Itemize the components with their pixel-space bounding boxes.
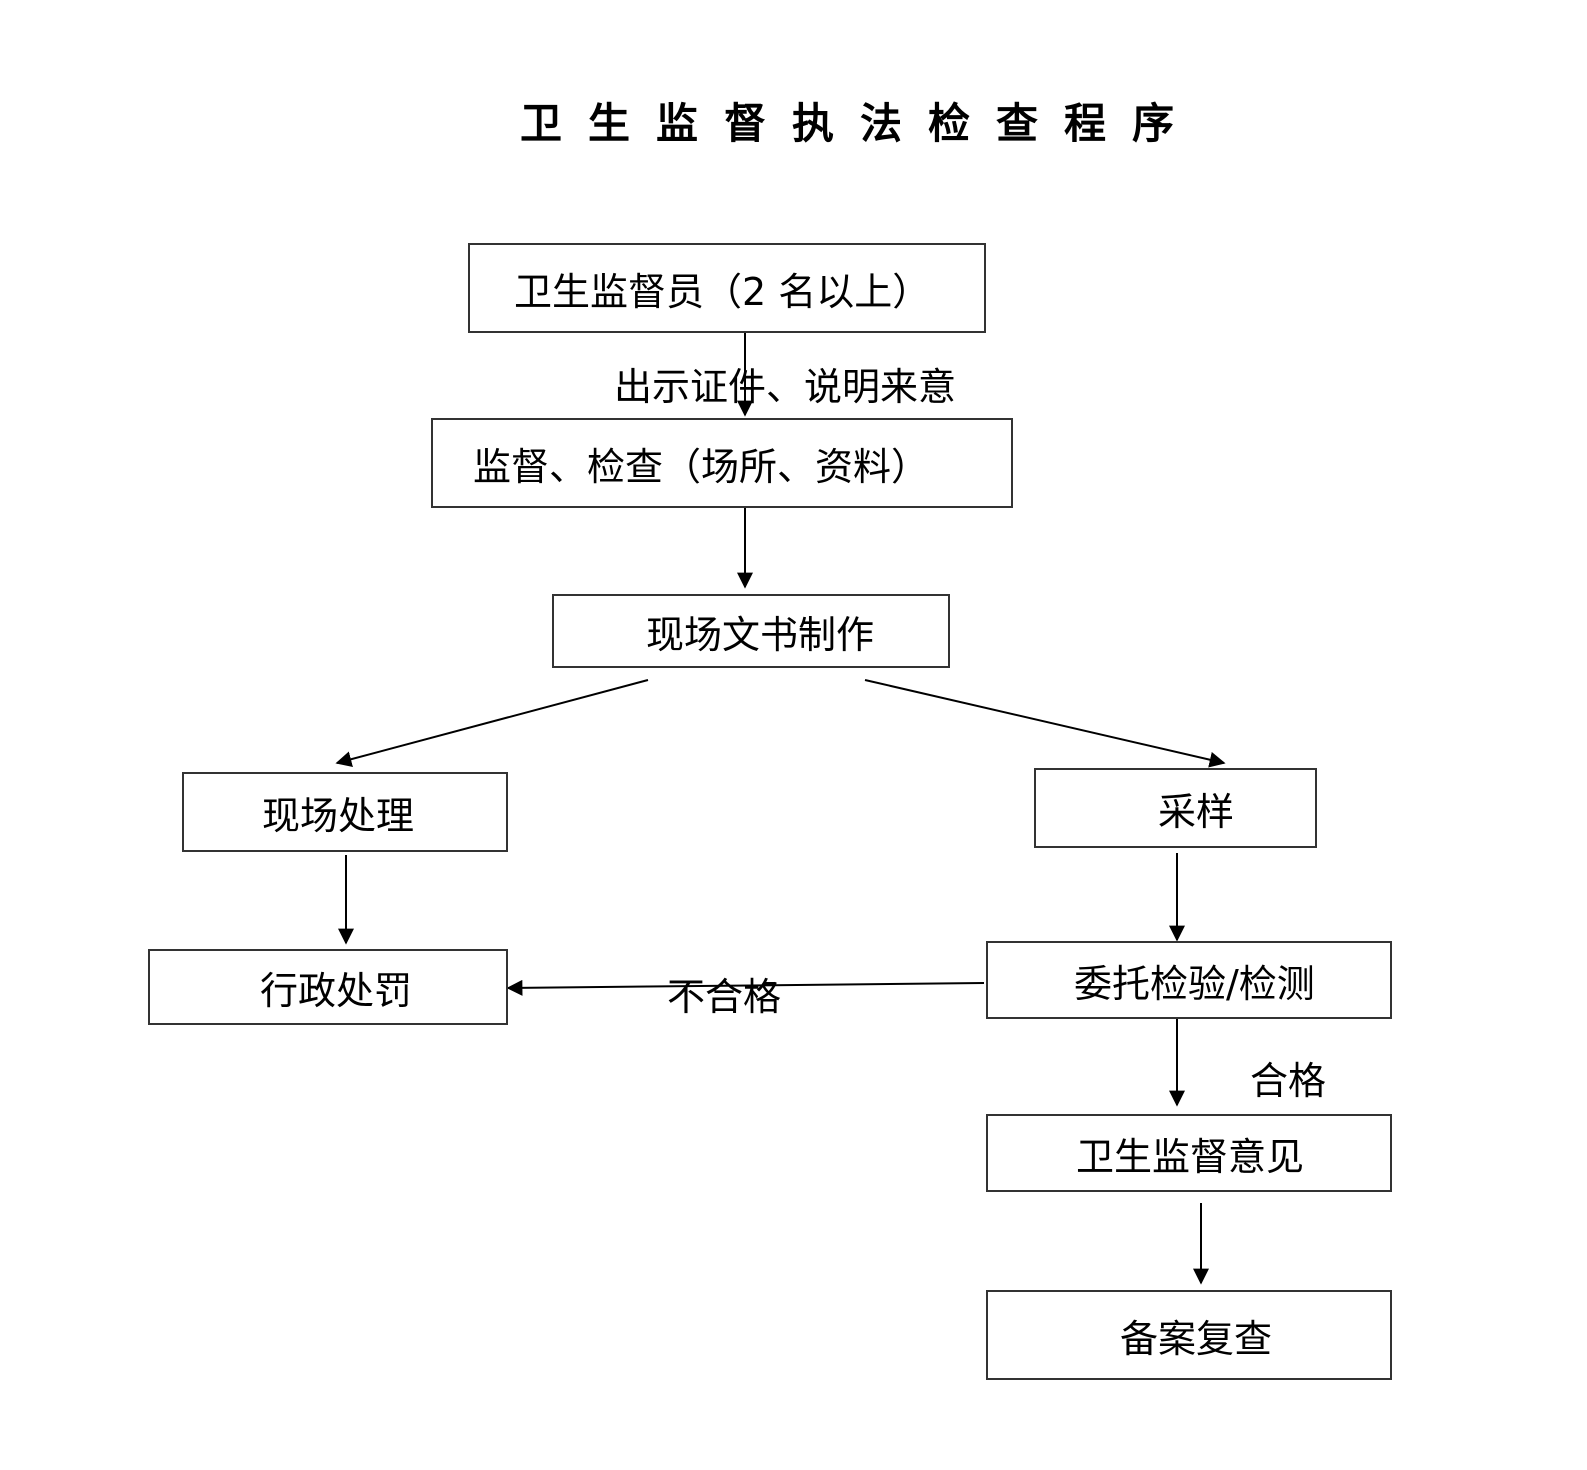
node-documents: 现场文书制作 [552,594,950,668]
node-testing: 委托检验/检测 [986,941,1392,1019]
arrow-testing-to-penalty [506,979,985,996]
node-onsite-label: 现场处理 [262,793,415,838]
arrow-documents-to-onsite [335,679,649,768]
node-documents-label: 现场文书制作 [646,612,875,657]
node-onsite: 现场处理 [182,772,508,852]
node-testing-label: 委托检验/检测 [1074,961,1315,1006]
node-review: 备案复查 [986,1290,1392,1380]
edge-label-fail: 不合格 [667,975,782,1019]
node-inspection: 监督、检查（场所、资料） [431,418,1013,508]
node-penalty-label: 行政处罚 [260,968,413,1013]
node-inspectors: 卫生监督员（2 名以上） [468,243,986,333]
node-inspection-label: 监督、检查（场所、资料） [473,444,930,489]
node-opinion: 卫生监督意见 [986,1114,1392,1192]
node-penalty: 行政处罚 [148,949,508,1025]
arrow-documents-to-sampling [864,679,1226,768]
node-sampling-label: 采样 [1158,789,1235,834]
node-sampling: 采样 [1034,768,1317,848]
node-opinion-label: 卫生监督意见 [1076,1134,1305,1179]
node-inspectors-label: 卫生监督员（2 名以上） [514,269,931,314]
node-review-label: 备案复查 [1120,1316,1273,1361]
edge-label-show-credentials: 出示证件、说明来意 [614,365,957,409]
edge-label-pass: 合格 [1250,1059,1327,1103]
page-title: 卫生监督执法检查程序 [519,99,1200,148]
